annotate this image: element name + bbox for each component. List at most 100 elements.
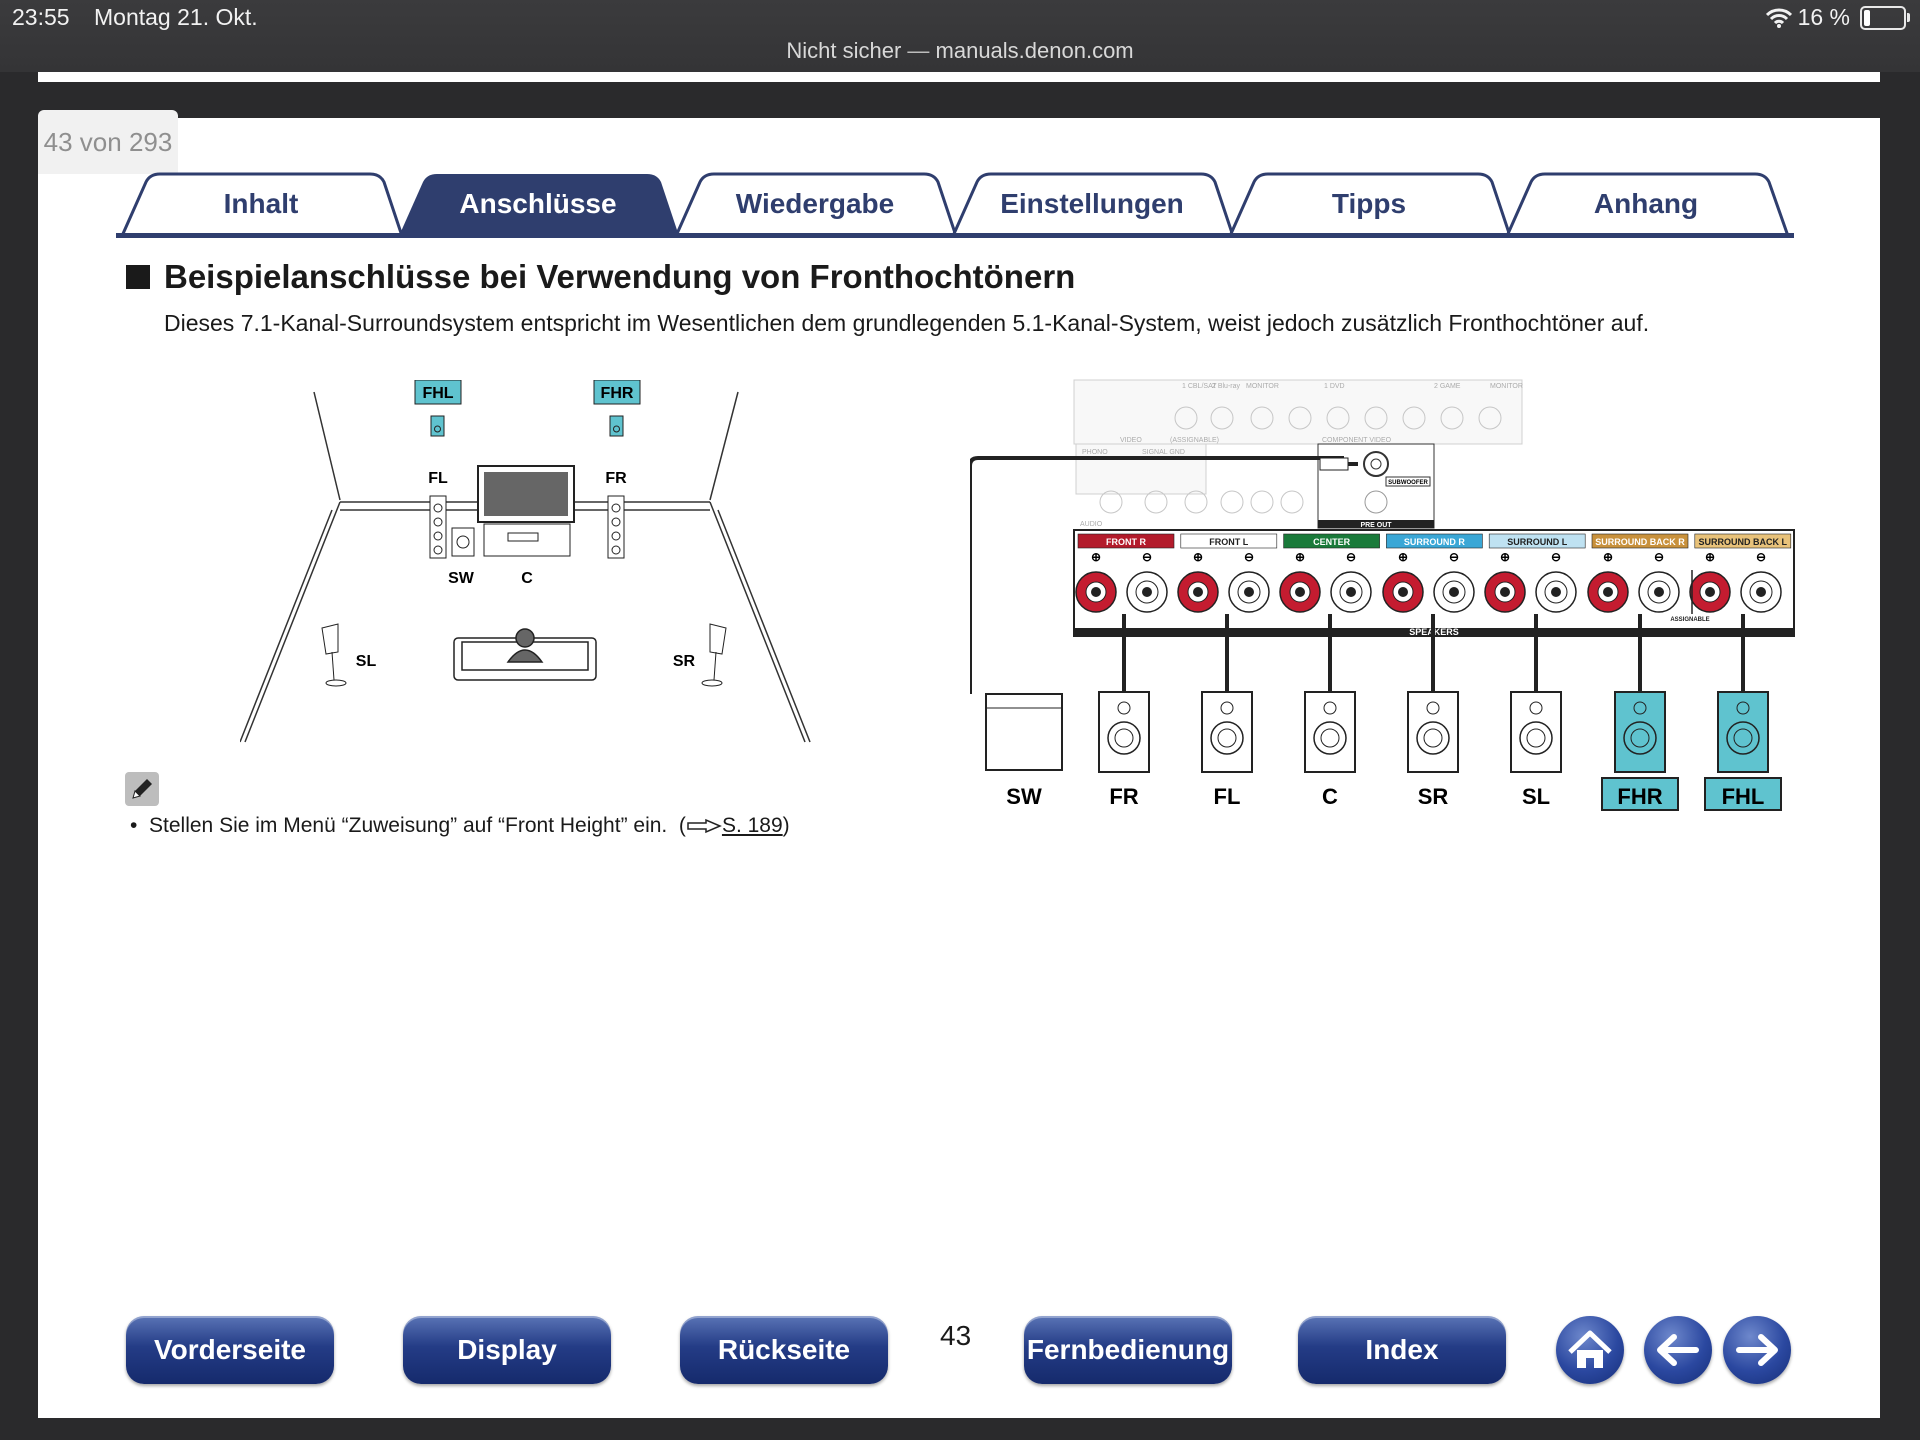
subwoofer-cable (970, 456, 1358, 694)
plus-sign: ⊕ (1295, 550, 1305, 564)
minus-sign: ⊖ (1142, 550, 1152, 564)
address-bar[interactable]: Nicht sicher — manuals.denon.com (0, 38, 1920, 64)
panel-label-game: 2 GAME (1434, 383, 1461, 390)
status-bar: 23:55 Montag 21. Okt. Nicht sicher — man… (0, 0, 1920, 72)
status-indicators: 16 % (1765, 4, 1910, 31)
speaker-label-fhl: FHL (1722, 784, 1765, 809)
plus-sign: ⊕ (1091, 550, 1101, 564)
terminal-label-bg (1488, 533, 1586, 549)
nav-vorderseite-button[interactable]: Vorderseite (126, 1316, 334, 1384)
tab-anschluesse[interactable]: Anschlüsse (459, 188, 617, 219)
tab-tipps[interactable]: Tipps (1331, 188, 1407, 219)
previous-page-edge (38, 72, 1880, 82)
terminal-label: SURROUND BACK R (1595, 537, 1685, 547)
panel-label-assignable: (ASSIGNABLE) (1170, 437, 1219, 444)
tab-inhalt[interactable]: Inhalt (223, 188, 299, 219)
security-label: Nicht sicher (786, 38, 902, 63)
note-text: Stellen Sie im Menü “Zuweisung” auf “Fro… (149, 814, 668, 837)
speaker-label-box (1704, 777, 1782, 811)
speaker-label-fl: FL (1214, 784, 1241, 809)
speaker-sr (1407, 691, 1459, 773)
terminal-label-bg (1386, 533, 1483, 549)
tab-shape-anschluesse (399, 174, 679, 236)
nav-rueckseite-button[interactable]: Rückseite (680, 1316, 888, 1384)
front-height-speaker-icons (430, 415, 624, 437)
plus-sign: ⊕ (1193, 550, 1203, 564)
tab-shape-anhang (1505, 172, 1790, 237)
pre-out-label: PRE OUT (1360, 522, 1392, 529)
arrow-left-icon (1657, 1334, 1699, 1366)
tab-shapes (116, 172, 1794, 238)
url-text: manuals.denon.com (935, 38, 1134, 63)
section-description: Dieses 7.1-Kanal-Surroundsystem entspric… (164, 310, 1650, 336)
nav-display-button[interactable]: Display (403, 1316, 611, 1384)
terminal-label-bg (1591, 533, 1689, 549)
fhl-label-box (414, 380, 462, 405)
panel-label-dvd: 1 DVD (1324, 383, 1345, 390)
tab-shape-wiedergabe (674, 172, 958, 237)
panel-label-phono: PHONO (1082, 449, 1108, 456)
fhr-label-box (593, 380, 641, 405)
battery-fill (1864, 9, 1870, 26)
terminal-label: SURROUND R (1404, 537, 1466, 547)
room-layout-diagram: FHL FHR FL FR SW C SL SR (240, 380, 811, 743)
note-item: • Stellen Sie im Menü “Zuweisung” auf “F… (130, 814, 790, 837)
speaker-label-sr: SR (1418, 784, 1449, 809)
plus-sign: ⊕ (1705, 550, 1715, 564)
back-button[interactable] (1644, 1316, 1712, 1384)
tab-shape-inhalt (120, 172, 404, 237)
subwoofer-icon (451, 527, 475, 557)
subwoofer-jack (1363, 451, 1389, 477)
home-button[interactable] (1556, 1316, 1624, 1384)
terminal-label: SURROUND L (1507, 537, 1568, 547)
terminal-label-bg (1180, 533, 1278, 549)
speaker-fhr (1614, 691, 1666, 773)
listener-sofa-icon (453, 628, 597, 681)
tab-einstellungen[interactable]: Einstellungen (1000, 188, 1184, 219)
fhr-label: FHR (601, 385, 634, 402)
nav-fernbedienung-button[interactable]: Fernbedienung (1024, 1316, 1232, 1384)
terminal-label: SURROUND BACK L (1699, 537, 1788, 547)
fhl-label: FHL (422, 385, 453, 402)
speaker-sw (985, 693, 1063, 771)
terminal-label: CENTER (1313, 537, 1351, 547)
url-separator: — (901, 38, 936, 63)
tab-baseline (116, 233, 1794, 238)
tab-wiedergabe[interactable]: Wiedergabe (735, 188, 895, 219)
speaker-label-box (1601, 777, 1679, 811)
speaker-label-c: C (1322, 784, 1338, 809)
pencil-icon (132, 779, 152, 799)
page-number: 43 (940, 1320, 972, 1351)
title-bullet-icon (126, 265, 150, 289)
fl-label: FL (428, 470, 448, 487)
terminal-label: FRONT L (1209, 537, 1248, 547)
panel-label-signal-gnd: SIGNAL GND (1142, 449, 1185, 456)
panel-label-video: VIDEO (1120, 437, 1142, 444)
tab-anhang[interactable]: Anhang (1593, 188, 1699, 219)
terminal-label-bg (1694, 533, 1792, 549)
home-icon (1568, 1330, 1612, 1368)
minus-sign: ⊖ (1654, 550, 1664, 564)
forward-button[interactable] (1723, 1316, 1791, 1384)
page-reference-link[interactable]: S. 189 (721, 814, 783, 837)
speaker-label-sl: SL (1522, 784, 1550, 809)
speaker-fl (1201, 691, 1253, 773)
terminal-label: FRONT R (1106, 537, 1146, 547)
assignable-label: ASSIGNABLE (1670, 617, 1709, 623)
sw-label: SW (448, 570, 475, 587)
input-panel: 1 CBL/SAT 2 Blu-ray MONITOR 1 DVD 2 GAME… (1073, 379, 1523, 528)
wifi-icon (1765, 8, 1792, 28)
minus-sign: ⊖ (1449, 550, 1459, 564)
speaker-label-fr: FR (1109, 784, 1138, 809)
surround-speaker-icons (321, 623, 727, 687)
tab-bar: Inhalt Anschlüsse Wiedergabe Einstellung… (116, 172, 1794, 238)
page-counter: 43 von 293 (38, 110, 178, 174)
plus-sign: ⊕ (1398, 550, 1408, 564)
nav-index-button[interactable]: Index (1298, 1316, 1506, 1384)
minus-sign: ⊖ (1756, 550, 1766, 564)
rca-plug (1319, 457, 1349, 471)
terminal-label-bg (1283, 533, 1380, 549)
battery-icon (1860, 5, 1910, 30)
c-label: C (521, 570, 533, 587)
